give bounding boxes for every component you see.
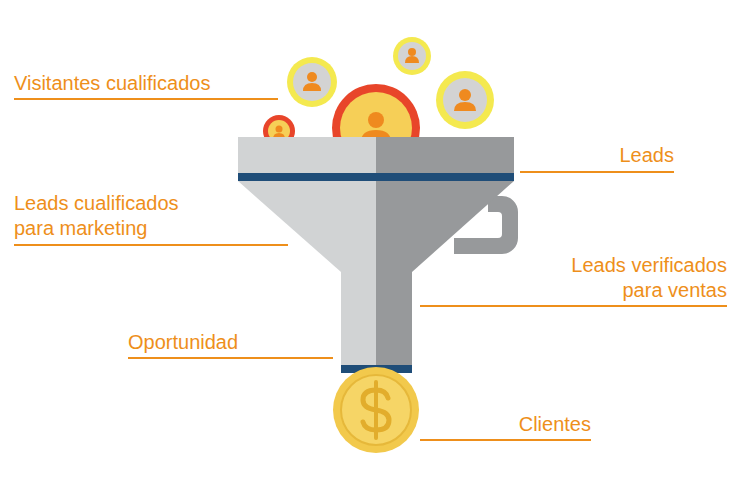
stage-label: Oportunidad	[128, 330, 238, 355]
funnel	[238, 137, 518, 373]
stage-label: Clientes	[519, 412, 591, 437]
stage-label: Leads cualificados para marketing	[14, 191, 219, 241]
stage-label: Leads	[620, 143, 675, 168]
stage-label: Visitantes cualificados	[14, 71, 210, 96]
stage-label: Leads verificados para ventas	[537, 253, 727, 303]
coin-icon	[333, 367, 419, 453]
leader-lines	[14, 99, 727, 440]
